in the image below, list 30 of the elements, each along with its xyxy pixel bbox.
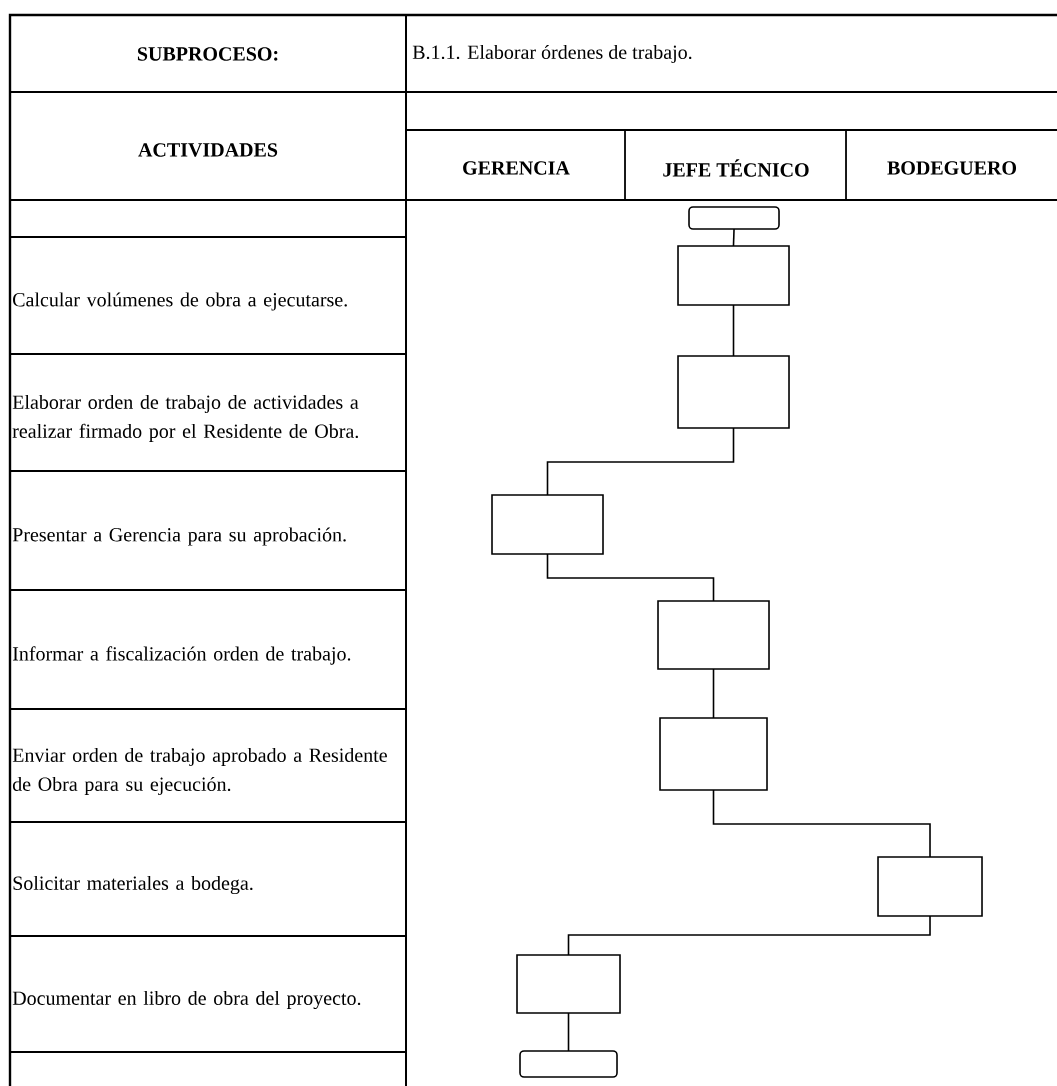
connector-line — [712, 790, 931, 857]
process-box — [516, 954, 621, 1014]
connector-line — [732, 229, 735, 246]
process-box — [677, 245, 790, 306]
terminal-box — [519, 1050, 618, 1078]
process-box — [491, 494, 604, 555]
activity-text: Documentar en libro de obra del proyecto. — [12, 990, 361, 1010]
connector-line — [732, 305, 735, 356]
process-box — [659, 717, 768, 791]
terminal-box — [688, 206, 780, 230]
connector-line — [712, 669, 715, 718]
lane-header: BODEGUERO — [887, 161, 1017, 175]
activity-text: Presentar a Gerencia para su aprobación. — [12, 527, 346, 546]
activity-text: Enviar orden de trabajo aprobado a Residente de Obra para su ejecución. — [12, 747, 387, 796]
process-box — [657, 600, 770, 670]
lane-header: GERENCIA — [463, 161, 570, 175]
activity-text: Informar a fiscalización orden de trabajo. — [12, 646, 351, 665]
process-box — [877, 856, 983, 917]
connector-line — [567, 1013, 570, 1051]
subprocess-title: B.1.1. Elaborar órdenes de trabajo. — [412, 44, 692, 64]
row-header: ACTIVIDADES — [138, 143, 278, 157]
connector-line — [546, 554, 715, 601]
process-box — [677, 355, 790, 429]
connector-line — [567, 916, 931, 955]
lane-header: JEFE TÉCNICO — [663, 159, 809, 177]
row-header: SUBPROCESO: — [137, 47, 278, 61]
activity-text: Elaborar orden de trabajo de actividades a realizar firmado por el Residente de Obra. — [12, 394, 359, 443]
activity-text: Solicitar materiales a bodega. — [13, 875, 253, 895]
connector-line — [546, 428, 735, 495]
activity-text: Calcular volúmenes de obra a ejecutarse. — [13, 292, 347, 311]
